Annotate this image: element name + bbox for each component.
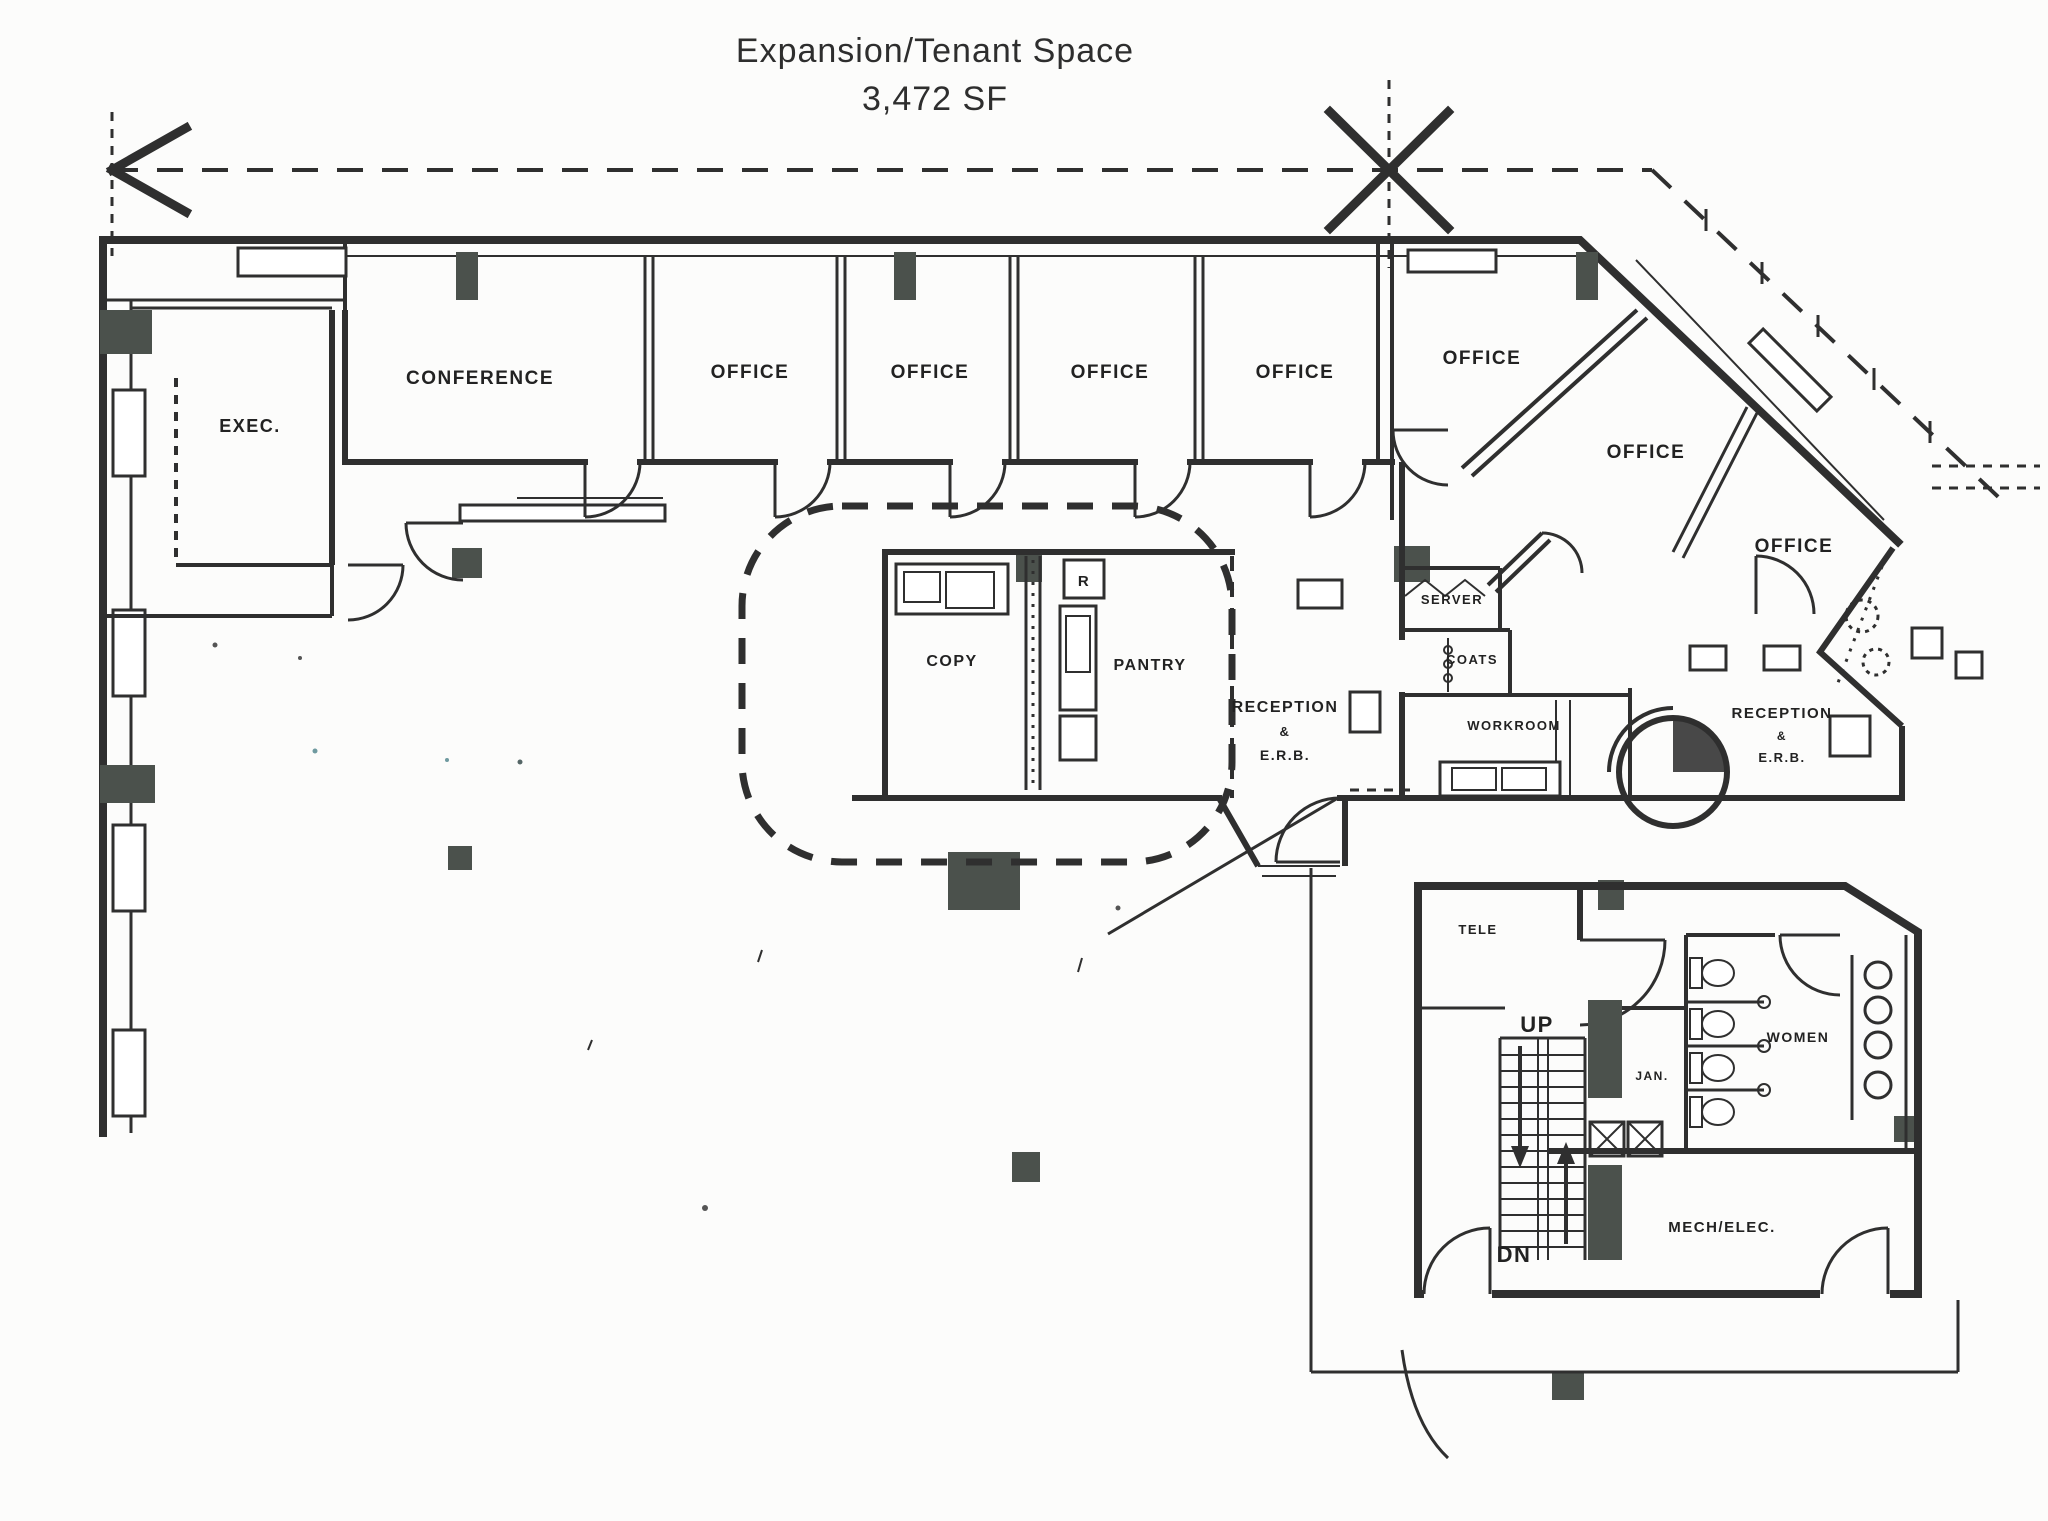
stair-label-down: DN — [1497, 1242, 1532, 1267]
room-label-pantry: PANTRY — [1114, 657, 1187, 674]
label-refrigerator: R — [1078, 573, 1090, 590]
toilet-stalls — [1686, 957, 1771, 1128]
toilet-symbol — [1689, 957, 1735, 989]
server-bifold-door — [1404, 578, 1486, 598]
exec-wing-walls — [103, 306, 405, 622]
room-label-office: OFFICE — [891, 362, 970, 383]
mech-door-arc — [1820, 1226, 1890, 1300]
core-copy-pantry — [852, 549, 1235, 801]
room-label-reception-east-amp: & — [1777, 729, 1787, 743]
room-label-exec: EXEC. — [219, 416, 281, 436]
office-door-arcs — [583, 461, 1367, 519]
office-row-walls — [342, 240, 1395, 520]
room-labels: EXEC. CONFERENCE OFFICE OFFICE OFFICE OF… — [219, 348, 1834, 1267]
coats-rod-symbol — [1443, 638, 1453, 692]
room-label-reception-amp: & — [1280, 724, 1291, 739]
copy-counter — [894, 562, 1010, 616]
room-label-office: OFFICE — [1071, 362, 1150, 383]
scan-specks — [212, 642, 1121, 1211]
women-door-arc — [1778, 933, 1841, 997]
chair-symbol — [1954, 650, 1984, 680]
entry-door-arc — [1274, 796, 1341, 864]
corridor-wall-counter — [404, 497, 667, 582]
plan-title-line2: 3,472 SF — [862, 80, 1008, 118]
block-west-door-arc — [1422, 1226, 1492, 1300]
entry-vestibule — [1107, 788, 1416, 936]
dashed-corridor-loop — [738, 502, 1236, 866]
room-label-tele: TELE — [1458, 922, 1497, 937]
matchline-arrow-icon — [105, 112, 193, 256]
room-label-conference: CONFERENCE — [406, 368, 554, 389]
chair-symbol — [1688, 644, 1728, 672]
room-label-jan: JAN. — [1635, 1069, 1668, 1083]
workroom-desk — [1438, 760, 1562, 798]
spiral-desk-symbol — [1607, 706, 1730, 829]
room-label-women: WOMEN — [1767, 1029, 1830, 1045]
room-label-coats: COATS — [1446, 652, 1498, 667]
window-mullions — [111, 388, 147, 1118]
room-label-reception-east: RECEPTION — [1731, 705, 1832, 722]
toilet-symbol — [1689, 1052, 1735, 1084]
toilet-symbol — [1689, 1096, 1735, 1128]
chair-symbol — [1296, 578, 1344, 610]
diagonal-office-door-arcs — [1391, 428, 1816, 615]
lower-core-block — [1414, 882, 1922, 1300]
plant-symbol — [1861, 647, 1891, 677]
hatched-boundary-walls — [1309, 868, 1960, 1460]
exec-door-arc — [347, 563, 405, 622]
chair-symbol — [1348, 690, 1382, 734]
reception-east-area — [1337, 598, 1984, 829]
room-label-reception-suffix: E.R.B. — [1260, 747, 1310, 763]
exterior-walls — [99, 236, 1904, 1137]
leader-line — [1107, 796, 1339, 936]
stair-label-up: UP — [1520, 1012, 1554, 1037]
refrigerator-symbol — [1062, 558, 1106, 600]
room-label-workroom: WORKROOM — [1467, 718, 1561, 733]
room-label-office: OFFICE — [1607, 442, 1686, 463]
leader-line — [1400, 1349, 1450, 1460]
room-label-office: OFFICE — [711, 362, 790, 383]
pantry-counter — [1058, 604, 1098, 762]
reception-center-area — [1296, 462, 1632, 798]
chair-symbol — [1762, 644, 1802, 672]
expansion-boundary-line — [105, 80, 2040, 510]
room-label-reception: RECEPTION — [1232, 699, 1339, 716]
room-label-server: SERVER — [1421, 592, 1483, 607]
table-symbol — [1828, 714, 1872, 758]
room-label-office: OFFICE — [1443, 348, 1522, 369]
room-label-office: OFFICE — [1256, 362, 1335, 383]
room-label-mech-elec: MECH/ELEC. — [1668, 1219, 1776, 1236]
toilet-symbol — [1689, 1008, 1735, 1040]
room-label-office: OFFICE — [1755, 536, 1834, 557]
room-label-reception-east-suffix: E.R.B. — [1758, 750, 1805, 765]
diagonal-office-walls — [1391, 308, 1905, 798]
sink-symbols — [1850, 955, 1893, 1120]
plan-title: Expansion/Tenant Space 3,472 SF — [736, 32, 1134, 118]
plan-title-line1: Expansion/Tenant Space — [736, 32, 1134, 70]
plant-symbol — [1844, 598, 1880, 634]
room-label-copy: COPY — [926, 653, 977, 670]
chair-symbol — [1910, 626, 1944, 660]
